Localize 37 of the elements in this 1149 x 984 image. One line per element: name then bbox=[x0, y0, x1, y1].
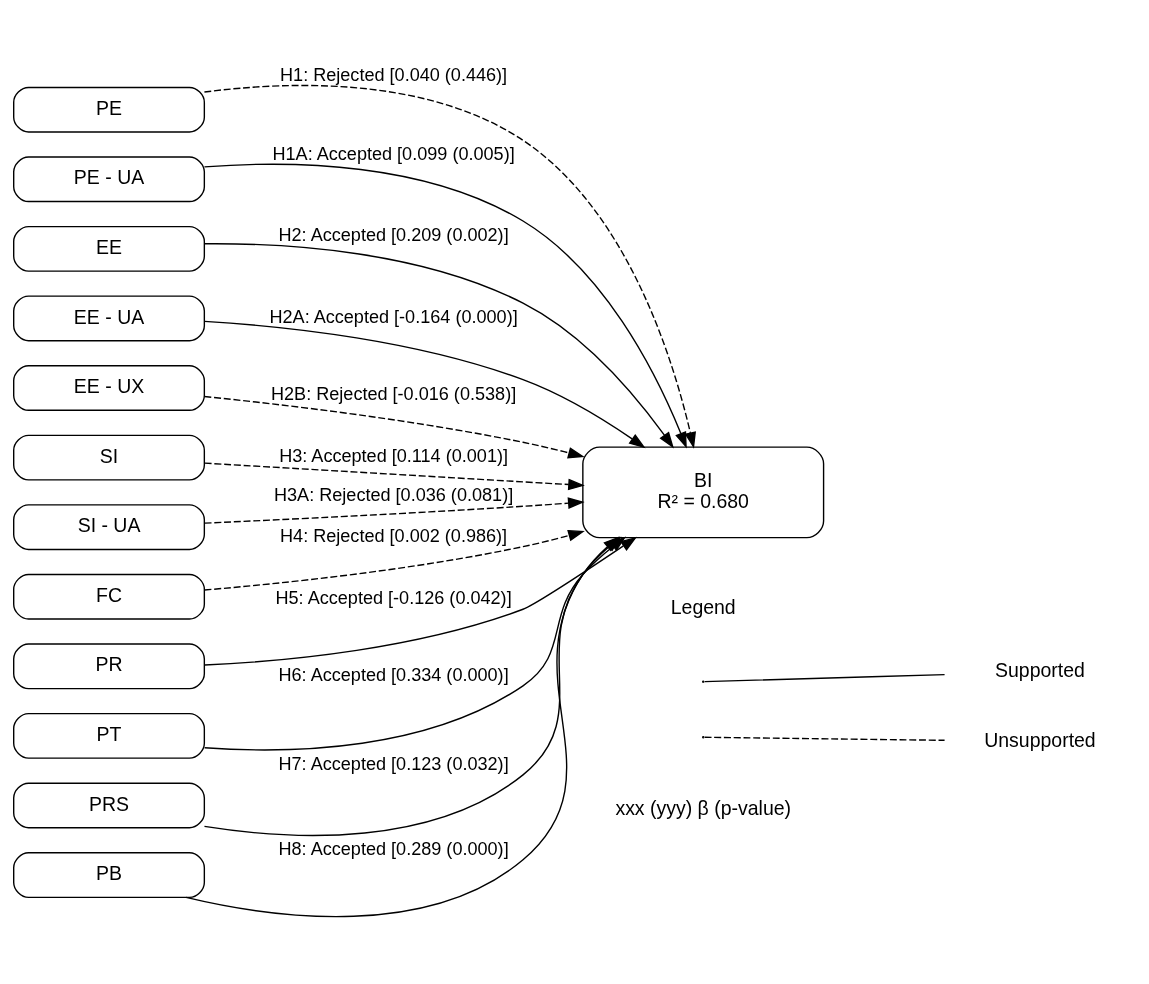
arrow bbox=[204, 462, 585, 491]
legend-label: Unsupported bbox=[984, 728, 1096, 751]
arrow bbox=[203, 395, 585, 459]
edge-label: H3: Accepted [0.114 (0.001)] bbox=[279, 446, 508, 467]
arrow bbox=[203, 84, 696, 449]
node-box: PT bbox=[13, 712, 206, 759]
edge-label: H6: Accepted [0.334 (0.000)] bbox=[278, 664, 509, 685]
label: xxx (yyy) β (p-value) bbox=[615, 796, 792, 819]
edge-label: H1A: Accepted [0.099 (0.005)] bbox=[272, 144, 515, 165]
edge-label: H1: Rejected [0.040 (0.446)] bbox=[280, 65, 508, 86]
arrow bbox=[204, 497, 585, 524]
node-box: SI bbox=[13, 434, 206, 481]
legend-label: Supported bbox=[995, 659, 1085, 682]
arrow bbox=[203, 320, 646, 449]
node-box: PB bbox=[13, 852, 206, 899]
node-box: PR bbox=[13, 643, 206, 690]
arrow bbox=[203, 529, 585, 591]
node-box: EE bbox=[13, 225, 206, 272]
node-box: PE - UA bbox=[13, 156, 206, 203]
node-box: EE - UX bbox=[13, 365, 206, 411]
edge-label: H3A: Rejected [0.036 (0.081)] bbox=[274, 485, 514, 506]
label: Legend bbox=[670, 596, 736, 619]
node-box: PRS bbox=[13, 782, 206, 829]
edge-label: H2B: Rejected [-0.016 (0.538)] bbox=[271, 383, 517, 404]
edge-label: H8: Accepted [0.289 (0.000)] bbox=[278, 838, 509, 859]
arrow bbox=[203, 243, 674, 449]
edge-label: H7: Accepted [0.123 (0.032)] bbox=[278, 753, 509, 774]
edge-label: H2: Accepted [0.209 (0.002)] bbox=[278, 225, 509, 246]
arrow bbox=[203, 163, 687, 449]
edge-label: H2A: Accepted [-0.164 (0.000)] bbox=[269, 307, 518, 328]
edge-label: H4: Rejected [0.002 (0.986)] bbox=[280, 525, 508, 546]
node-box: FC bbox=[13, 573, 206, 620]
node-box: PE bbox=[13, 86, 206, 133]
node-box: SI - UA bbox=[13, 504, 206, 551]
edge-label: H5: Accepted [-0.126 (0.042)] bbox=[275, 588, 512, 609]
node-box: BI R² = 0.680 bbox=[582, 446, 825, 539]
node-box: EE - UA bbox=[13, 295, 206, 342]
